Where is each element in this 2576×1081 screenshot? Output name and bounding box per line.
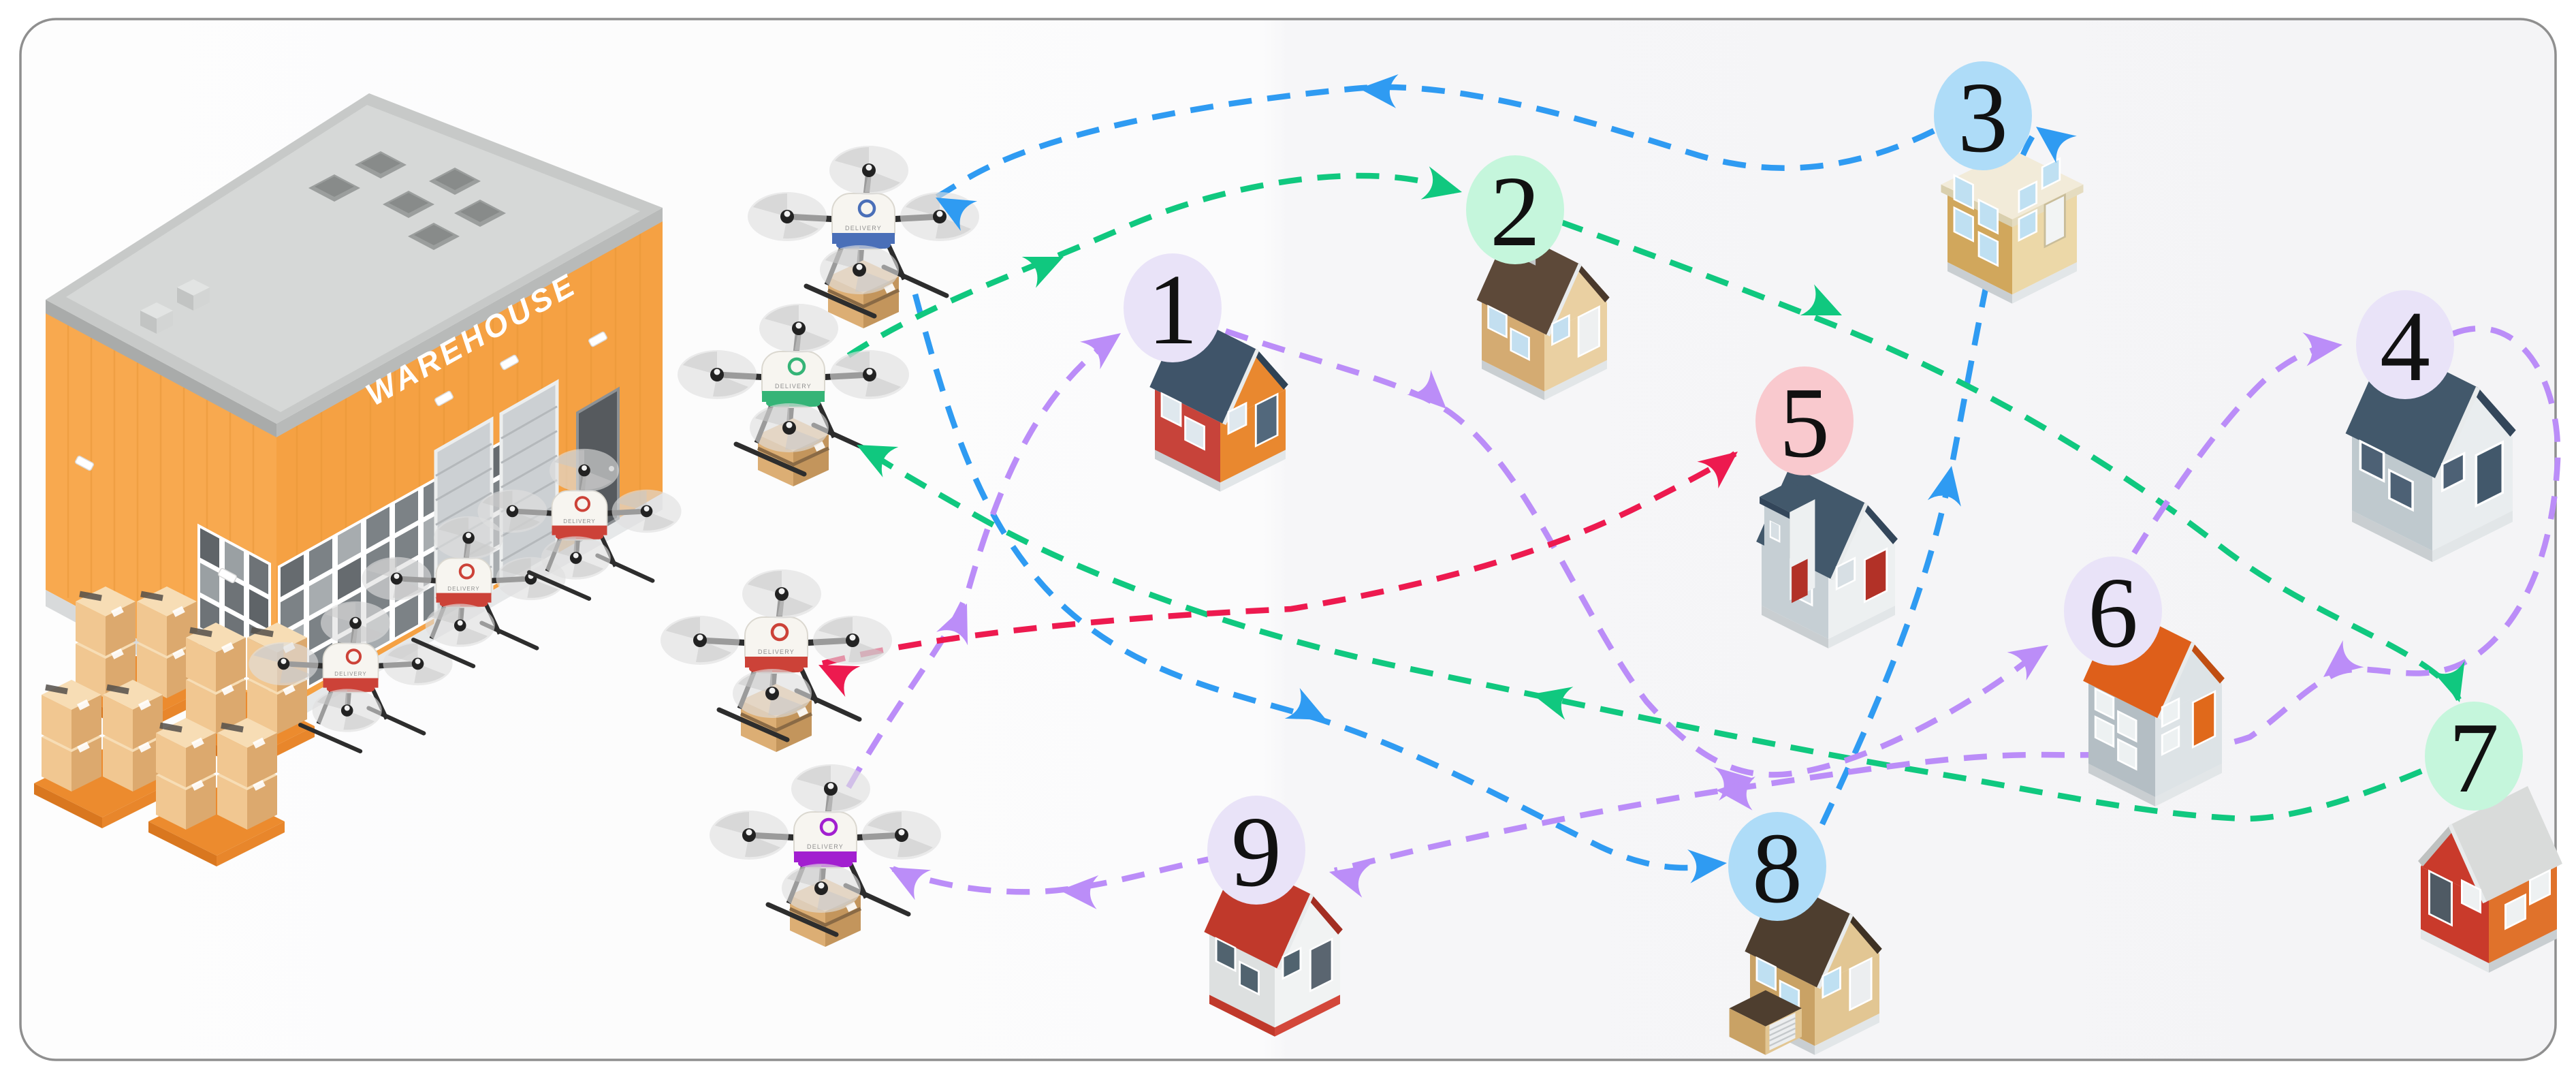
house-5-steeple <box>1760 481 1820 604</box>
house-7-badge-number: 7 <box>2449 702 2499 814</box>
drone-queue-3: DELIVERY <box>477 448 682 601</box>
pallet-stack <box>148 718 285 866</box>
route-blue-arrow <box>1359 74 1399 108</box>
house-4-badge <box>2356 290 2454 399</box>
drone-queue-1-ring <box>345 648 362 665</box>
route-purple-arrow <box>1080 333 1121 370</box>
route-purple-arrow <box>1716 776 1755 811</box>
house-3-badge <box>1934 61 2032 170</box>
drone-purple: DELIVERY <box>710 764 941 947</box>
house-6-badge-number: 6 <box>2088 557 2138 669</box>
house-3: 3 <box>1934 61 2084 304</box>
drone-purple-label: DELIVERY <box>807 843 844 850</box>
route-red-arrow <box>818 665 861 698</box>
pallet-stack <box>34 680 170 828</box>
route-red-arrow <box>1697 452 1738 489</box>
drone-queue-3-ring <box>574 496 591 512</box>
house-1: 1 <box>1124 253 1288 492</box>
route-green-arrow <box>2432 661 2465 702</box>
house-9-badge <box>1207 796 1305 905</box>
drone-queue-2-ring <box>458 563 475 580</box>
route-purple-arrow <box>889 867 932 900</box>
drone-queue-1-label: DELIVERY <box>334 671 366 677</box>
house-3-building <box>1941 149 2084 304</box>
house-4-badge-number: 4 <box>2380 291 2430 403</box>
route-green-arrow <box>1420 166 1462 200</box>
route-green-arrow <box>1800 284 1842 316</box>
route-blue-arrow <box>1927 466 1961 507</box>
house-8-badge-number: 8 <box>1752 813 1802 924</box>
house-1-badge <box>1124 253 1222 362</box>
house-2-badge <box>1466 155 1564 264</box>
house-3-badge-number: 3 <box>1958 62 2008 174</box>
house-8-garage <box>1729 990 1802 1055</box>
house-8-badge <box>1728 812 1826 921</box>
delivery-routes <box>821 84 2561 895</box>
drone-blue-label: DELIVERY <box>845 225 882 232</box>
route-green-arrow <box>857 445 899 477</box>
house-7-badge <box>2425 702 2523 811</box>
route-purple-arrow <box>936 604 968 646</box>
drone-purple-ring <box>819 817 838 836</box>
drone-red-ring <box>770 623 789 642</box>
house-9-badge-number: 9 <box>1231 796 1282 908</box>
drone-green-label: DELIVERY <box>775 383 812 390</box>
route-green-arrow <box>1021 256 1064 288</box>
route-arrows <box>818 74 2465 909</box>
house-2-badge-number: 2 <box>1490 156 1540 268</box>
route-purple-arrow <box>2302 332 2342 366</box>
house-5-badge <box>1755 366 1854 475</box>
house-5-building <box>1756 465 1898 648</box>
house-4-building <box>2345 341 2516 563</box>
house-2: 2 <box>1466 155 1610 401</box>
route-blue-arrow <box>1687 849 1727 883</box>
route-blue-arrow <box>936 198 978 232</box>
house-6-badge <box>2064 557 2162 665</box>
route-purple-arrow <box>1060 875 1099 909</box>
route-purple-arrow <box>2007 645 2048 681</box>
house-7: 7 <box>2418 702 2562 973</box>
house-9: 9 <box>1204 796 1343 1037</box>
house-6: 6 <box>2064 557 2225 806</box>
drone-green: DELIVERY <box>678 304 909 486</box>
route-green-arrow <box>1532 687 1574 720</box>
drone-queue-3-label: DELIVERY <box>563 518 595 524</box>
house-4: 4 <box>2345 290 2516 563</box>
route-purple-arrow <box>2323 640 2364 677</box>
route-blue-arrow <box>1284 687 1326 720</box>
drone-blue: DELIVERY <box>748 146 979 328</box>
drone-green-ring <box>787 357 806 376</box>
route-blue-arrow <box>2036 127 2077 163</box>
drones: DELIVERY DELIVERY DELIVERY DELIVERY DELIVERY… <box>249 146 979 947</box>
route-purple <box>846 326 2561 895</box>
drone-blue-ring <box>857 199 876 218</box>
house-5: 5 <box>1755 366 1898 648</box>
route-red <box>821 451 1737 667</box>
house-2-building <box>1476 228 1610 401</box>
drone-queue-2-label: DELIVERY <box>447 586 479 592</box>
house-5-badge-number: 5 <box>1779 367 1830 479</box>
drone-red-label: DELIVERY <box>758 648 795 655</box>
house-7-building <box>2418 786 2562 973</box>
route-purple-arrow <box>1407 370 1446 409</box>
route-purple-arrow <box>1329 864 1371 898</box>
houses: 1 2 3 4 5 6 7 8 9 <box>1124 61 2562 1055</box>
house-8: 8 <box>1728 812 1882 1055</box>
drone-queue-1: DELIVERY <box>249 601 453 753</box>
house-1-badge-number: 1 <box>1147 254 1198 366</box>
drone-red: DELIVERY <box>661 569 892 752</box>
